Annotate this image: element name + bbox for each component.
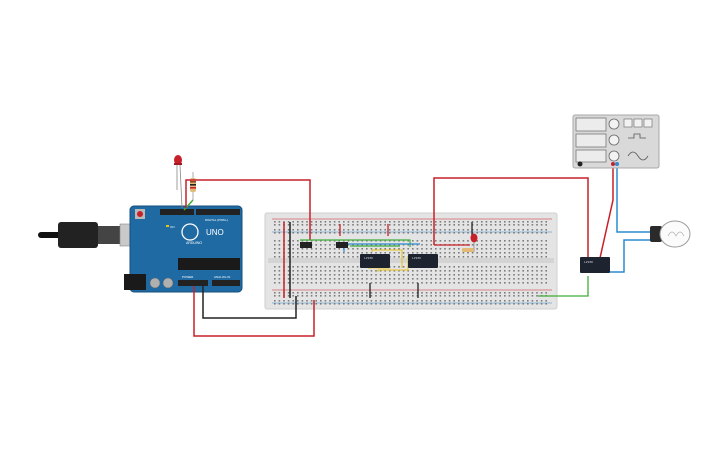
- wire-red-top-right[interactable]: [433, 177, 589, 262]
- function-generator-icon[interactable]: [572, 114, 660, 169]
- wire-green-relay[interactable]: [538, 276, 589, 297]
- wire-red-bottom[interactable]: [193, 286, 315, 337]
- usb-plug-icon[interactable]: [38, 222, 145, 248]
- button-component-1[interactable]: [300, 242, 312, 248]
- motor-driver-chip-2[interactable]: L293D: [408, 254, 438, 268]
- positive-terminal[interactable]: [611, 162, 615, 166]
- chip-label-2: L293D: [412, 256, 421, 260]
- wire-green-led[interactable]: [183, 199, 194, 211]
- arduino-uno-board[interactable]: UNO ARDUINO DIGITAL (PWM~) POWER ANALOG …: [124, 205, 243, 293]
- wire-black-gnd[interactable]: [202, 286, 297, 319]
- wire-blue-bulb[interactable]: [610, 239, 652, 273]
- analog-header-label: ANALOG IN: [214, 275, 230, 279]
- resistor-icon[interactable]: [190, 172, 196, 200]
- led-icon[interactable]: [174, 155, 183, 209]
- wire-blue-generator[interactable]: [616, 166, 652, 233]
- chip-label-1: L293D: [364, 256, 373, 260]
- wire-red-generator[interactable]: [599, 166, 614, 259]
- amp-knob[interactable]: [608, 134, 620, 146]
- wave-sine-button[interactable]: [623, 118, 633, 128]
- power-header-label: POWER: [182, 275, 194, 279]
- offset-knob[interactable]: [608, 150, 620, 162]
- power-toggle[interactable]: [577, 161, 583, 167]
- wire-green-signal[interactable]: [300, 239, 411, 247]
- on-led-label: ON: [170, 225, 175, 229]
- motor-driver-chip-1[interactable]: L293D: [360, 254, 390, 268]
- resistor-breadboard-icon[interactable]: [462, 248, 474, 252]
- board-model-label: UNO: [206, 228, 224, 237]
- light-bulb-icon[interactable]: [650, 220, 691, 248]
- digital-header-label: DIGITAL (PWM~): [205, 218, 228, 222]
- negative-terminal[interactable]: [615, 162, 619, 166]
- wave-triangle-button[interactable]: [643, 118, 653, 128]
- chip-label-3: L293D: [584, 260, 593, 264]
- wire-red-top[interactable]: [185, 179, 311, 240]
- breadboard-holes: [274, 221, 547, 305]
- wave-square-button[interactable]: [633, 118, 643, 128]
- board-brand-label: ARDUINO: [186, 241, 202, 245]
- atmega-chip: [178, 258, 240, 270]
- freq-knob[interactable]: [608, 118, 620, 130]
- power-jack[interactable]: [124, 274, 146, 290]
- button-component-2[interactable]: [336, 242, 348, 248]
- relay-module[interactable]: L293D: [580, 257, 610, 273]
